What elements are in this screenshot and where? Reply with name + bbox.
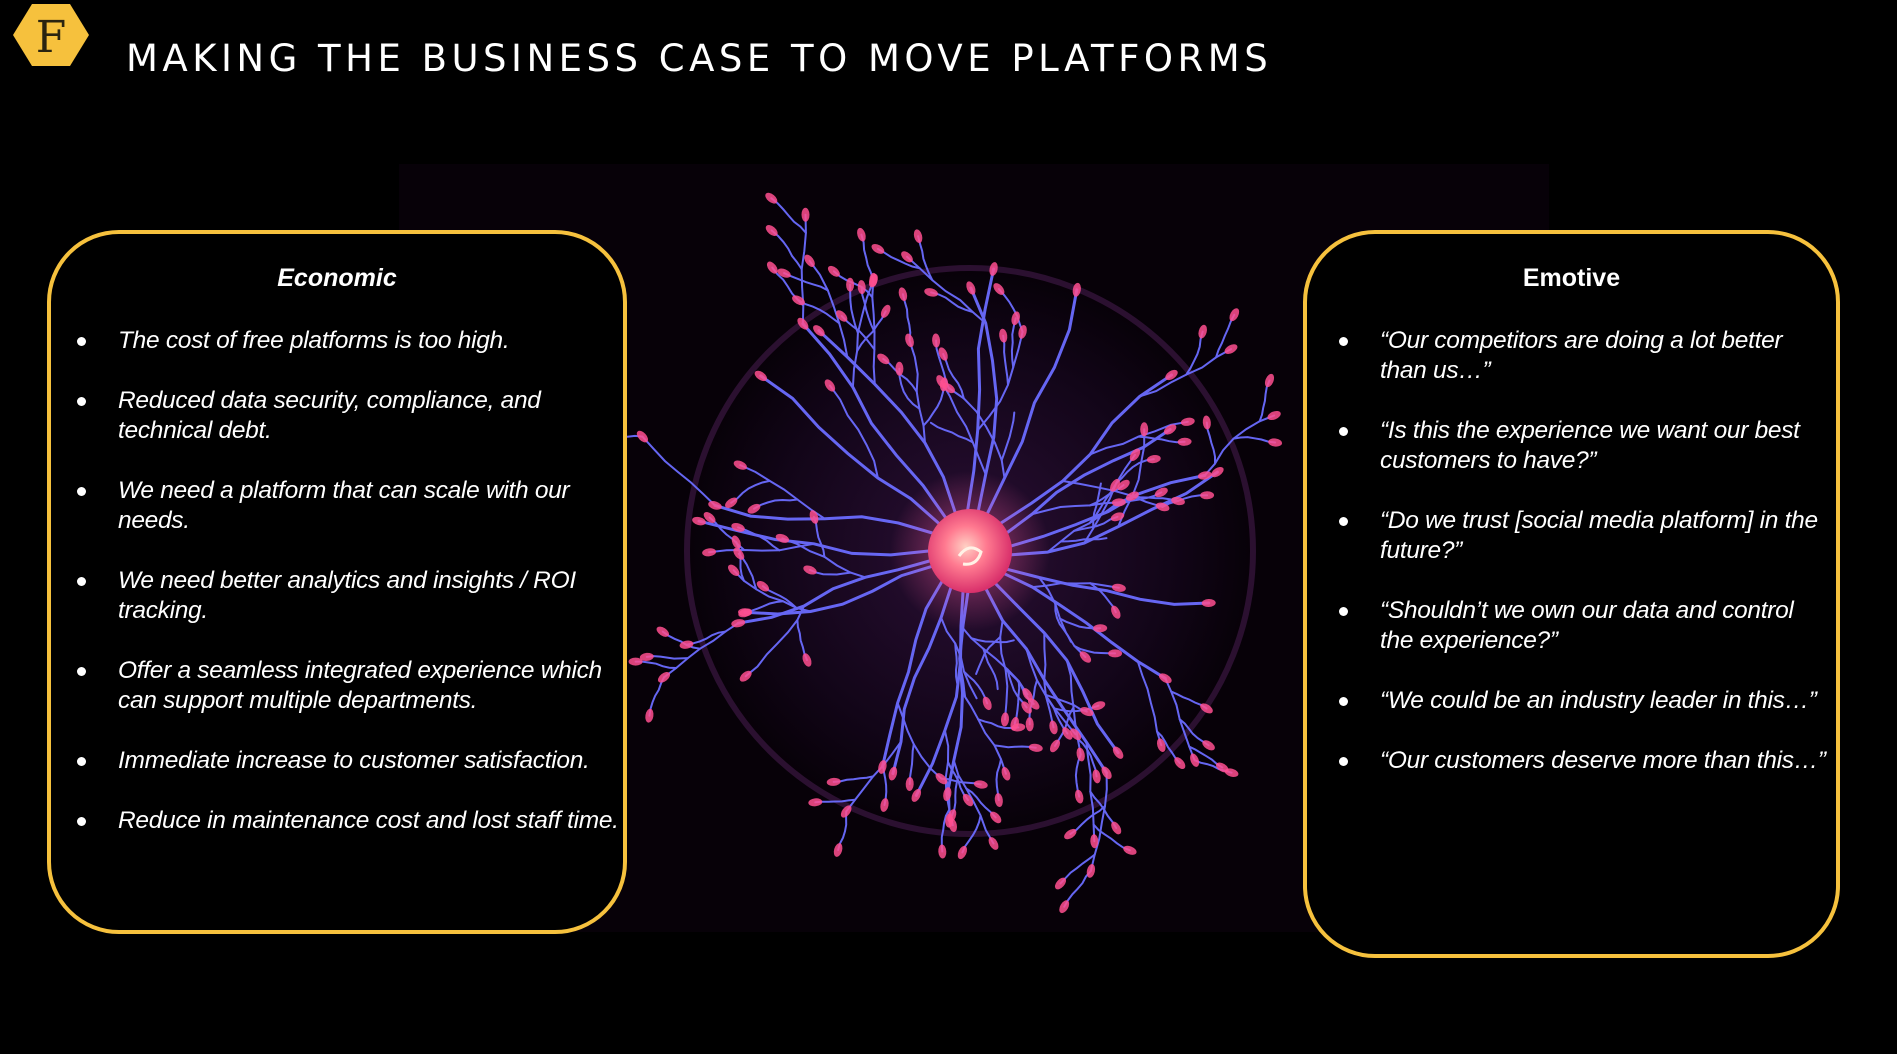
- page-title: MAKING THE BUSINESS CASE TO MOVE PLATFOR…: [126, 36, 1273, 80]
- bullet-icon: [1339, 517, 1348, 526]
- list-item: Reduced data security, compliance, and t…: [73, 386, 619, 446]
- bullet-icon: [77, 817, 86, 826]
- list-item: “Our customers deserve more than this…”: [1335, 746, 1832, 776]
- list-item: “Shouldn’t we own our data and control t…: [1335, 596, 1832, 656]
- bullet-icon: [77, 757, 86, 766]
- economic-heading: Economic: [277, 264, 397, 292]
- list-item: “We could be an industry leader in this……: [1335, 686, 1832, 716]
- economic-list: The cost of free platforms is too high. …: [73, 326, 619, 866]
- plasma-core: [928, 509, 1012, 593]
- list-item: Reduce in maintenance cost and lost staf…: [73, 806, 619, 836]
- list-item: “Our competitors are doing a lot better …: [1335, 326, 1832, 386]
- bullet-icon: [1339, 607, 1348, 616]
- emotive-heading: Emotive: [1522, 264, 1621, 292]
- bullet-icon: [77, 397, 86, 406]
- bullet-icon: [1339, 757, 1348, 766]
- emotive-card: Emotive “Our competitors are doing a lot…: [1303, 230, 1840, 958]
- list-item: The cost of free platforms is too high.: [73, 326, 619, 356]
- list-item: We need better analytics and insights / …: [73, 566, 619, 626]
- economic-card: Economic The cost of free platforms is t…: [47, 230, 627, 934]
- company-logo: F: [13, 4, 89, 66]
- bullet-icon: [77, 487, 86, 496]
- list-item: “Is this the experience we want our best…: [1335, 416, 1832, 476]
- emotive-list: “Our competitors are doing a lot better …: [1335, 326, 1832, 806]
- list-item: Immediate increase to customer satisfact…: [73, 746, 619, 776]
- bullet-icon: [77, 577, 86, 586]
- list-item: Offer a seamless integrated experience w…: [73, 656, 619, 716]
- list-item: “Do we trust [social media platform] in …: [1335, 506, 1832, 566]
- bullet-icon: [1339, 337, 1348, 346]
- bullet-icon: [1339, 427, 1348, 436]
- logo-letter: F: [36, 12, 67, 63]
- bullet-icon: [1339, 697, 1348, 706]
- list-item: We need a platform that can scale with o…: [73, 476, 619, 536]
- bullet-icon: [77, 667, 86, 676]
- plasma-tips: [591, 192, 1283, 914]
- bullet-icon: [77, 337, 86, 346]
